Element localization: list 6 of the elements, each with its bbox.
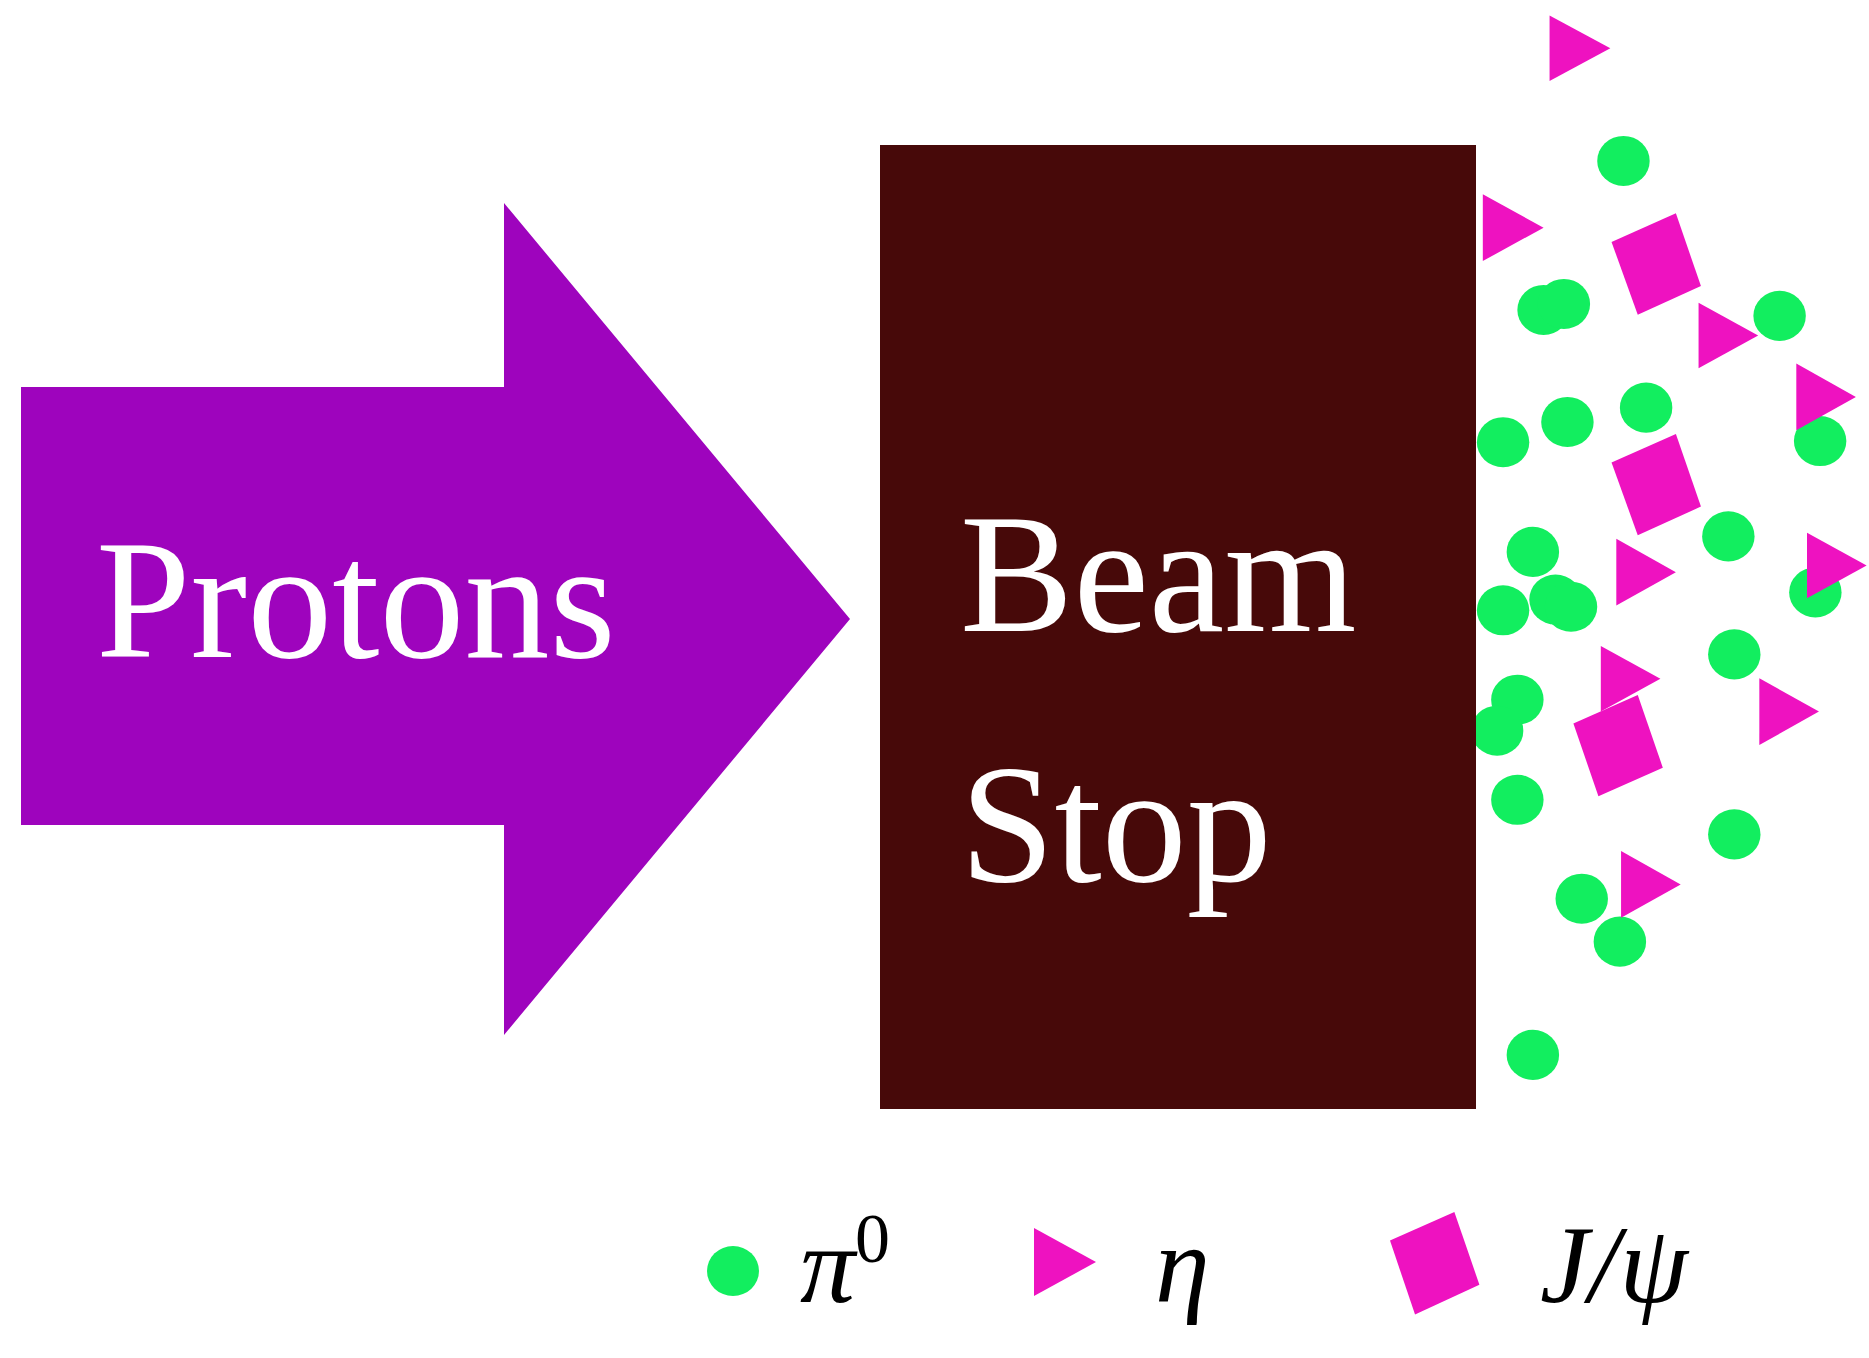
node-label: Beam Stop xyxy=(960,479,1358,920)
node-label: Protons xyxy=(96,505,617,696)
legend-label: J/ψ xyxy=(1540,1203,1688,1328)
legend-label: η xyxy=(1155,1203,1210,1328)
legend-label: π$^{0}$ xyxy=(800,1200,891,1328)
beam-stop-block xyxy=(880,145,1476,1109)
